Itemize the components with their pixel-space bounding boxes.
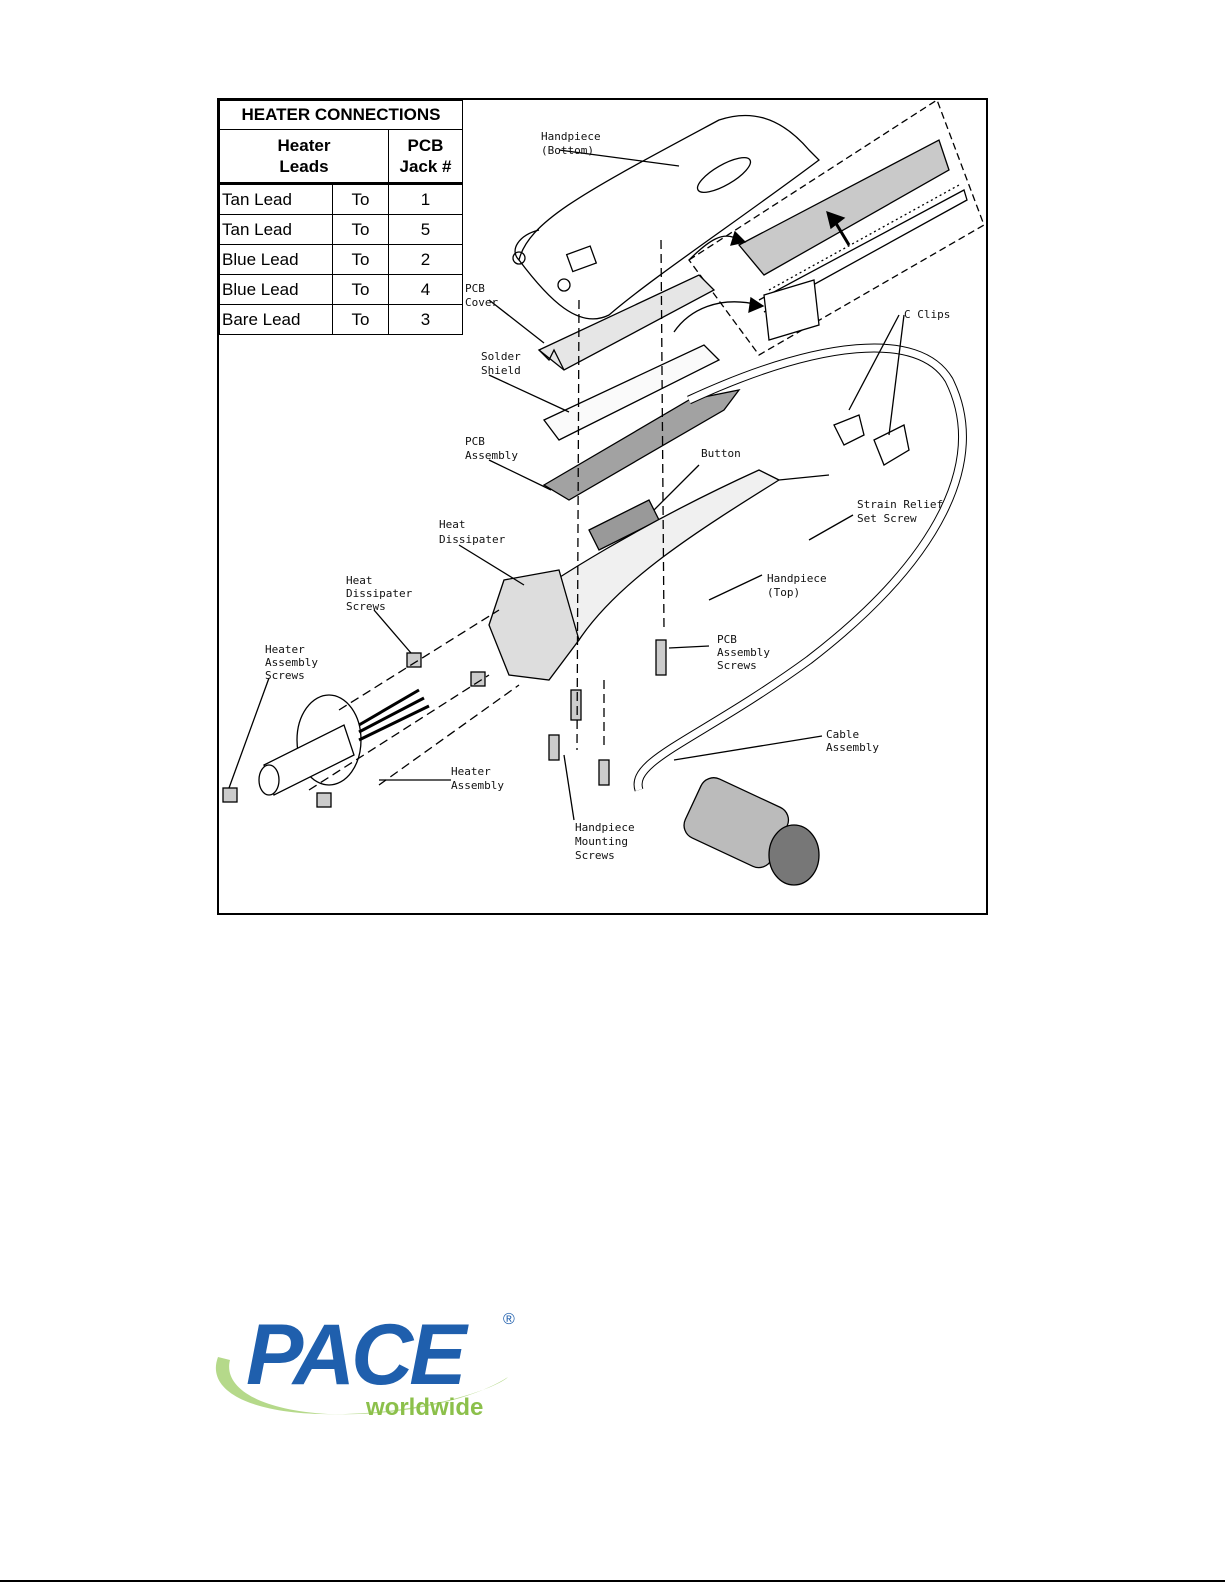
solder-shield-part — [543, 344, 721, 441]
svg-text:Assembly: Assembly — [265, 656, 318, 669]
svg-text:Screws: Screws — [265, 669, 305, 682]
table-title: HEATER CONNECTIONS — [219, 100, 463, 130]
c-clip-right — [873, 424, 910, 466]
heater-connections-table: HEATER CONNECTIONS Heater Leads PCB Jack… — [219, 100, 463, 335]
heat-dissipater-part — [488, 569, 580, 681]
logo-wordmark: PACE — [246, 1307, 469, 1403]
svg-text:(Bottom): (Bottom) — [541, 144, 594, 157]
svg-text:Assembly: Assembly — [451, 779, 504, 792]
mounting-screw-3 — [598, 759, 610, 786]
col-heater-leads: Heater Leads — [219, 129, 389, 185]
label-c-clips: C Clips — [904, 308, 950, 321]
label-pcb-cover: PCB — [465, 282, 485, 295]
pcb-assembly-part — [542, 389, 741, 501]
heater-screw-1 — [222, 787, 238, 803]
logo-tagline: worldwide — [365, 1394, 483, 1421]
footer-rule — [0, 1580, 1225, 1582]
svg-text:Screws: Screws — [717, 659, 757, 672]
pace-worldwide-logo: PACE ® worldwide — [215, 1307, 515, 1421]
mounting-screw-1 — [570, 689, 582, 721]
dissipater-screw-2 — [470, 671, 486, 687]
label-handpiece-top: Handpiece — [767, 572, 827, 585]
shield-detail-piece — [763, 279, 820, 341]
col-pcb-jack: PCB Jack # — [388, 129, 463, 185]
svg-text:Dissipater: Dissipater — [346, 587, 413, 600]
svg-text:Screws: Screws — [575, 849, 615, 862]
svg-text:Assembly: Assembly — [717, 646, 770, 659]
heater-leads — [358, 688, 430, 742]
mounting-screw-2 — [548, 734, 560, 761]
label-heater-assembly: Heater — [451, 765, 491, 778]
heater-screw-2 — [316, 792, 332, 808]
label-pcb-assembly-screws: PCB — [717, 633, 737, 646]
svg-text:Mounting: Mounting — [575, 835, 628, 848]
label-heat-dissipater: Heat — [439, 518, 466, 531]
handpiece-bottom-shape — [518, 114, 820, 320]
dissipater-screw-1 — [406, 652, 422, 668]
c-clip-left — [833, 414, 865, 446]
svg-text:Shield: Shield — [481, 364, 521, 377]
label-pcb-assembly: PCB — [465, 435, 485, 448]
handpiece-exploded-view: Handpiece (Bottom) PCB Cover Solder Shie… — [222, 100, 985, 886]
svg-text:Screws: Screws — [346, 600, 386, 613]
table-row: Bare Lead To 3 — [219, 304, 463, 335]
svg-text:Assembly: Assembly — [465, 449, 518, 462]
svg-text:Cover: Cover — [465, 296, 498, 309]
label-strain-relief: Strain Relief — [857, 498, 943, 511]
table-row: Tan Lead To 1 — [219, 183, 463, 215]
table-row: Tan Lead To 5 — [219, 214, 463, 245]
logo-registered: ® — [503, 1311, 515, 1328]
label-button: Button — [701, 447, 741, 460]
svg-text:(Top): (Top) — [767, 586, 800, 599]
label-heater-assembly-screws: Heater — [265, 643, 305, 656]
exploded-diagram-frame: Handpiece (Bottom) PCB Cover Solder Shie… — [217, 98, 988, 915]
svg-text:Dissipater: Dissipater — [439, 533, 506, 546]
table-row: Blue Lead To 2 — [219, 244, 463, 275]
svg-text:Set Screw: Set Screw — [857, 512, 917, 525]
label-solder-shield: Solder — [481, 350, 521, 363]
pcb-assembly-screw — [655, 639, 667, 676]
pcb-foam-strip — [737, 139, 950, 276]
detail-box — [688, 100, 985, 356]
label-heat-dissipater-screws: Heat — [346, 574, 373, 587]
label-cable-assembly: Cable — [826, 728, 859, 741]
label-handpiece-mounting-screws: Handpiece — [575, 821, 635, 834]
svg-text:Assembly: Assembly — [826, 741, 879, 754]
label-handpiece-bottom: Handpiece — [541, 130, 601, 143]
table-row: Blue Lead To 4 — [219, 274, 463, 305]
pcb-cover-part — [537, 274, 716, 371]
